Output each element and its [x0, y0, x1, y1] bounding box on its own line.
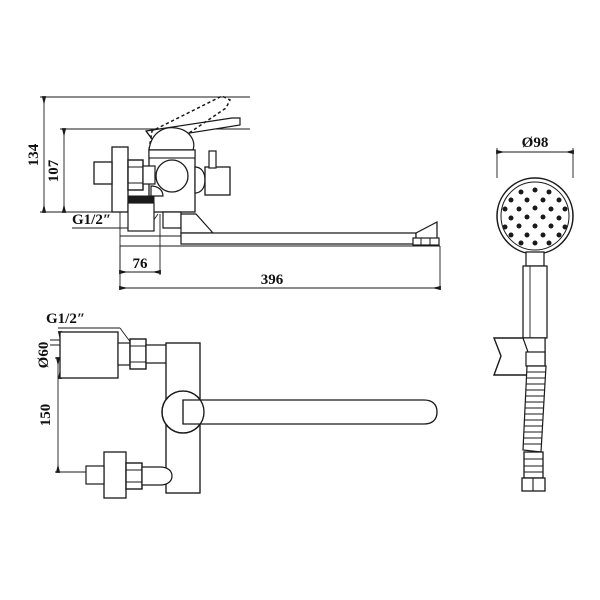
shower-neck: [525, 251, 545, 267]
front-elevation-view: [50, 327, 438, 499]
dimension-label-396: 396: [261, 272, 284, 288]
thread-label-g12-front: G1/2″: [46, 311, 85, 327]
spray-jets: [502, 187, 568, 246]
shower-handle: [522, 265, 548, 339]
dimension-d98: [496, 148, 574, 178]
witness-lines: [40, 96, 441, 290]
shower-head-face: [496, 177, 574, 255]
wall-union-side: [93, 146, 164, 232]
dimension-label-76: 76: [133, 256, 149, 272]
mixer-body-side: [148, 149, 196, 213]
hose-end-connector: [521, 451, 546, 492]
dimension-label-d60: Ø60: [36, 342, 52, 369]
dimension-label-134: 134: [26, 143, 42, 166]
wall-union-front-upper: [59, 331, 177, 379]
wall-union-front-lower: [85, 451, 173, 499]
hose-collar: [525, 351, 546, 367]
thread-label-g12-side: G1/2″: [72, 212, 111, 228]
diverter-knob-side: [194, 150, 231, 196]
side-elevation-view: [40, 95, 441, 291]
flexible-hose: [522, 365, 547, 453]
dimension-label-107: 107: [46, 159, 62, 182]
lever-cap-solid: [148, 127, 195, 151]
spout-side: [162, 211, 440, 246]
hand-shower-view: [492, 148, 574, 492]
dimension-label-d98: Ø98: [522, 135, 549, 151]
dimension-label-150: 150: [38, 404, 54, 427]
spout-front: [161, 390, 438, 434]
